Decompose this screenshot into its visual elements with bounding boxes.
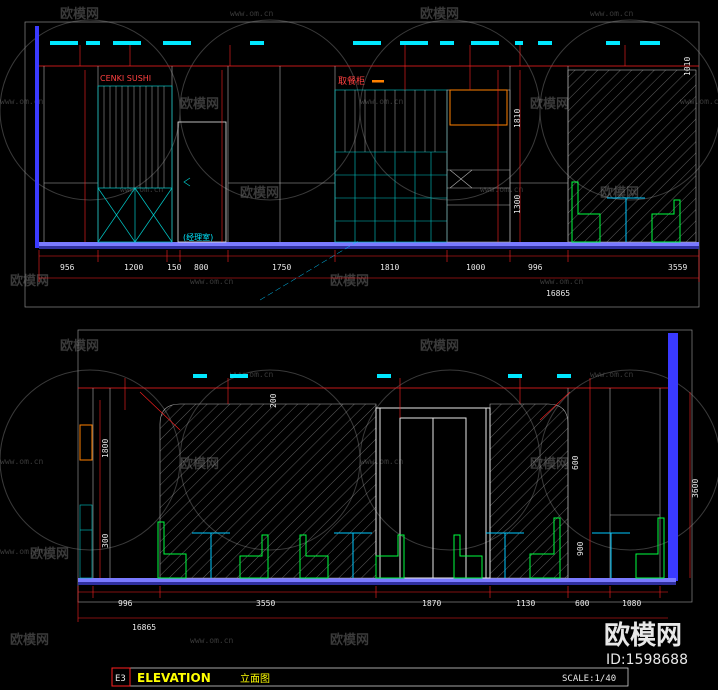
drawing-title: ELEVATION (137, 671, 211, 685)
dining-table (607, 197, 645, 242)
label-sushi: CENKI SUSHI (100, 74, 151, 83)
frame-bottom (77, 329, 693, 603)
dim-label: 1130 (516, 599, 535, 608)
booth-seating (157, 517, 665, 579)
watermark-brand: 欧模网 (60, 6, 99, 22)
watermark-brand: 欧模网 (240, 185, 279, 201)
watermark-url: www.om.cn (190, 636, 234, 645)
dim-label: 1080 (622, 599, 641, 608)
dim-label: 800 (194, 263, 209, 272)
wall-panels (43, 66, 569, 242)
dim-label: 300 (101, 533, 110, 548)
dim-label: 200 (269, 393, 278, 408)
dim-total: 16865 (132, 623, 156, 632)
wall-right (668, 333, 678, 581)
sushi-counter (97, 85, 173, 243)
dim-label: 1810 (380, 263, 399, 272)
dim-label: 1200 (124, 263, 143, 272)
watermark-brand: 欧模网 (180, 96, 219, 112)
brand-id: ID:1598688 (606, 652, 688, 668)
title-block: E3 ELEVATION 立面图 SCALE:1/40 (111, 667, 629, 687)
brand-stamp: 欧模网 ID:1598688 (604, 620, 688, 668)
frame-top (24, 21, 700, 308)
pickup-cabinet (446, 89, 511, 243)
glass-partition-left (159, 403, 377, 579)
dim-label: 3559 (668, 263, 687, 272)
glass-partition (567, 69, 697, 243)
watermark-brand: 欧模网 (420, 6, 459, 22)
dim-label: 956 (60, 263, 75, 272)
dim-label: 600 (575, 599, 590, 608)
watermark-url: www.om.cn (230, 370, 274, 379)
watermark-url: www.om.cn (190, 277, 234, 286)
floor-line (78, 578, 676, 582)
glass-partition-right (489, 403, 569, 579)
drawing-subtitle: 立面图 (240, 672, 270, 685)
drawing-code: E3 (115, 674, 126, 684)
manager-door (177, 121, 227, 243)
brand-logo-text: 欧模网 (604, 620, 682, 651)
watermark-url: www.om.cn (120, 185, 164, 194)
dim-label: 900 (576, 541, 585, 556)
display-shelving (334, 89, 448, 243)
dim-label: 1810 (513, 109, 522, 128)
dim-label: 150 (167, 263, 182, 272)
label-manager-room: (经理室) (183, 232, 213, 242)
watermark-url: www.om.cn (360, 457, 404, 466)
ceiling-lights (193, 374, 571, 378)
wall-left (35, 26, 39, 248)
dim-label: 1000 (466, 263, 485, 272)
dimensions-top: 956 1200 150 800 1750 1810 1000 996 3559… (60, 57, 692, 298)
dim-total: 16865 (546, 289, 570, 298)
dim-label: 996 (528, 263, 543, 272)
watermark-url: www.om.cn (540, 277, 584, 286)
drawing-scale: SCALE:1/40 (562, 674, 616, 684)
watermark-url: www.om.cn (480, 185, 524, 194)
watermark-brand: 欧模网 (330, 632, 369, 648)
watermark-url: www.om.cn (0, 457, 44, 466)
watermark-layer: 欧模网 欧模网 欧模网 欧模网 欧模网 欧模网 欧模网 欧模网 欧模网 欧模网 … (0, 6, 718, 648)
elevation-bottom: 996 3550 1870 1130 600 1080 16865 1800 3… (77, 329, 700, 632)
entrance-door (375, 407, 491, 579)
dim-label: 600 (571, 455, 580, 470)
label-food-counter: 取餐柜 (338, 75, 365, 87)
booth-seating (571, 181, 681, 243)
watermark-brand: 欧模网 (10, 273, 49, 289)
watermark-brand: 欧模网 (30, 546, 69, 562)
dim-label: 1800 (101, 439, 110, 458)
watermark-url: www.om.cn (360, 97, 404, 106)
dim-label: 3600 (691, 479, 700, 498)
dim-label: 3550 (256, 599, 275, 608)
watermark-brand: 欧模网 (60, 338, 99, 354)
menu-board (449, 89, 508, 126)
watermark-url: www.om.cn (590, 9, 634, 18)
dining-tables (192, 532, 630, 578)
floor-line (39, 242, 699, 246)
dim-label: 1750 (272, 263, 291, 272)
watermark-url: www.om.cn (0, 97, 44, 106)
elevation-top: CENKI SUSHI (经理室) 取餐柜 (24, 21, 700, 308)
watermark-brand: 欧模网 (10, 632, 49, 648)
dim-label: 1870 (422, 599, 441, 608)
dim-label: 1010 (683, 57, 692, 76)
watermark-url: www.om.cn (590, 370, 634, 379)
dim-label: 996 (118, 599, 133, 608)
watermark-url: www.om.cn (0, 547, 44, 556)
watermark-url: www.om.cn (230, 9, 274, 18)
dim-label: 1300 (513, 195, 522, 214)
watermark-brand: 欧模网 (420, 338, 459, 354)
dimensions-bottom: 996 3550 1870 1130 600 1080 16865 1800 3… (101, 393, 700, 632)
watermark-brand: 欧模网 (330, 273, 369, 289)
watermark-brand: 欧模网 (530, 96, 569, 112)
ceiling-lights (50, 41, 660, 45)
